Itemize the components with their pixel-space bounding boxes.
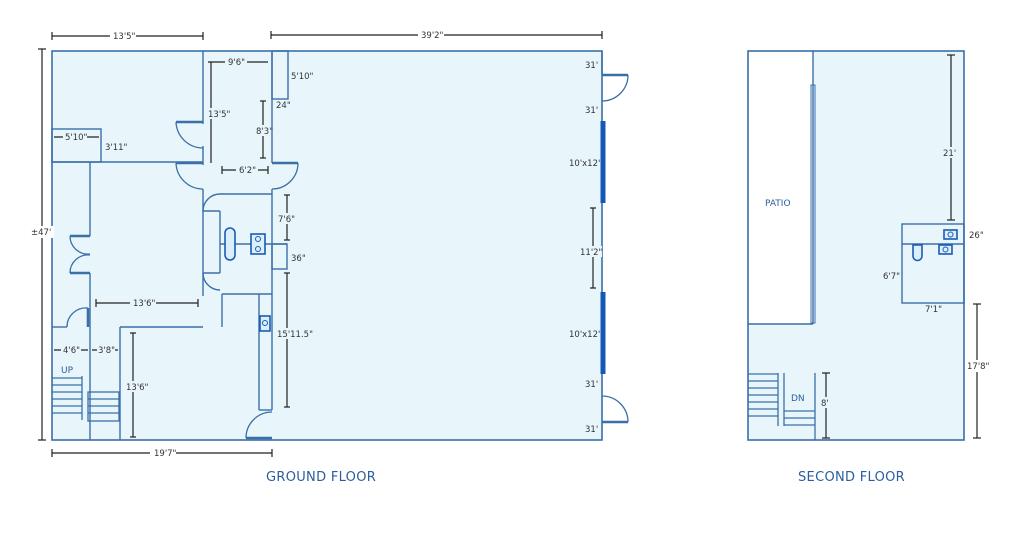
door-swing-icon — [202, 272, 221, 291]
closet — [271, 243, 288, 270]
dim-lower-height: 17'8" — [967, 362, 990, 372]
dim-right-door-bottom-b: 31' — [585, 425, 598, 435]
closet — [271, 50, 289, 100]
dim-stair-height: 8' — [821, 399, 829, 409]
dim-bath-height: 6'7" — [883, 272, 900, 282]
dim-window-bottom: 10'x12' — [569, 330, 600, 340]
dimension-labels: 21' 26" 6'7" 7'1" 17'8" 8' — [819, 147, 990, 409]
sink-icon — [938, 244, 953, 255]
dim-top-left: 13'5" — [113, 32, 136, 42]
dim-overall-height: ±47' — [31, 228, 51, 238]
dim-bath-height: 7'6" — [278, 215, 295, 225]
dim-right-door-top-a: 31' — [585, 61, 598, 71]
faucet-icon — [255, 246, 261, 252]
dim-right-door-top-b: 31' — [585, 106, 598, 116]
door-swing-icon — [271, 162, 299, 190]
dim-room-width: 9'6" — [228, 58, 245, 68]
door-swing-icon — [69, 235, 91, 255]
dim-bottom-width: 19'7" — [154, 449, 177, 459]
stair-up-label: UP — [61, 366, 74, 376]
ground-floor-plan: UP — [30, 30, 629, 485]
dim-lower-room-height: 13'6" — [126, 383, 149, 393]
dim-hall-width: 6'2" — [239, 166, 256, 176]
dim-bath-width: 7'1" — [925, 305, 942, 315]
ground-floor-outline — [51, 50, 603, 441]
faucet-icon — [262, 320, 268, 326]
second-floor-title: SECOND FLOOR — [798, 470, 905, 485]
faucet-icon — [255, 236, 261, 242]
sink-icon — [250, 233, 266, 255]
patio-area — [749, 52, 813, 324]
dim-window-gap: 11'2" — [580, 248, 603, 258]
dim-room-height: 13'5" — [208, 110, 231, 120]
door-swing-icon — [202, 193, 221, 212]
bathroom — [901, 223, 965, 304]
dim-top-right: 39'2" — [421, 31, 444, 41]
faucet-icon — [942, 246, 949, 253]
dimension-labels: 13'5" 39'2" ±47' 19'7" 9'6" 13'5" 5'10" … — [30, 30, 603, 459]
dim-left-closet-width: 5'10" — [65, 133, 88, 143]
dim-kitchen-length: 15'11.5" — [277, 330, 313, 340]
door-swing-icon — [175, 162, 204, 190]
dim-stair-width-b: 3'8" — [98, 346, 115, 356]
sink-icon — [943, 229, 958, 240]
door-swing-icon — [66, 307, 89, 328]
dim-hall-height: 8'3" — [256, 127, 273, 137]
dim-mid-room-width: 13'6" — [133, 299, 156, 309]
dim-window-top: 10'x12' — [569, 159, 600, 169]
door-swing-icon — [245, 411, 273, 439]
dim-closet-height: 5'10" — [291, 72, 314, 82]
dim-right-door-bottom-a: 31' — [585, 380, 598, 390]
dim-upper-height: 21' — [943, 149, 956, 159]
door-swing-icon — [69, 254, 91, 274]
faucet-icon — [947, 231, 954, 238]
kitchen-sink-icon — [259, 315, 271, 332]
door-swing-icon — [175, 121, 204, 149]
second-floor-plan: PATIO DN — [747, 50, 990, 485]
stairs-up — [52, 376, 120, 422]
bathtub-icon — [224, 227, 236, 261]
dim-bath-offset: 36" — [291, 254, 306, 264]
dim-bath-offset: 26" — [969, 231, 984, 241]
stair-down-label: DN — [791, 394, 805, 404]
toilet-icon — [912, 244, 923, 262]
stairs-down — [748, 373, 816, 440]
dim-closet-width: 24" — [276, 101, 291, 111]
patio-label: PATIO — [765, 199, 791, 209]
railing — [810, 84, 816, 324]
dim-stair-width-a: 4'6" — [63, 346, 80, 356]
door-swing-icon — [601, 74, 629, 102]
ground-floor-title: GROUND FLOOR — [266, 470, 376, 485]
door-swing-icon — [601, 395, 629, 423]
dim-left-closet-height: 3'11" — [105, 143, 128, 153]
